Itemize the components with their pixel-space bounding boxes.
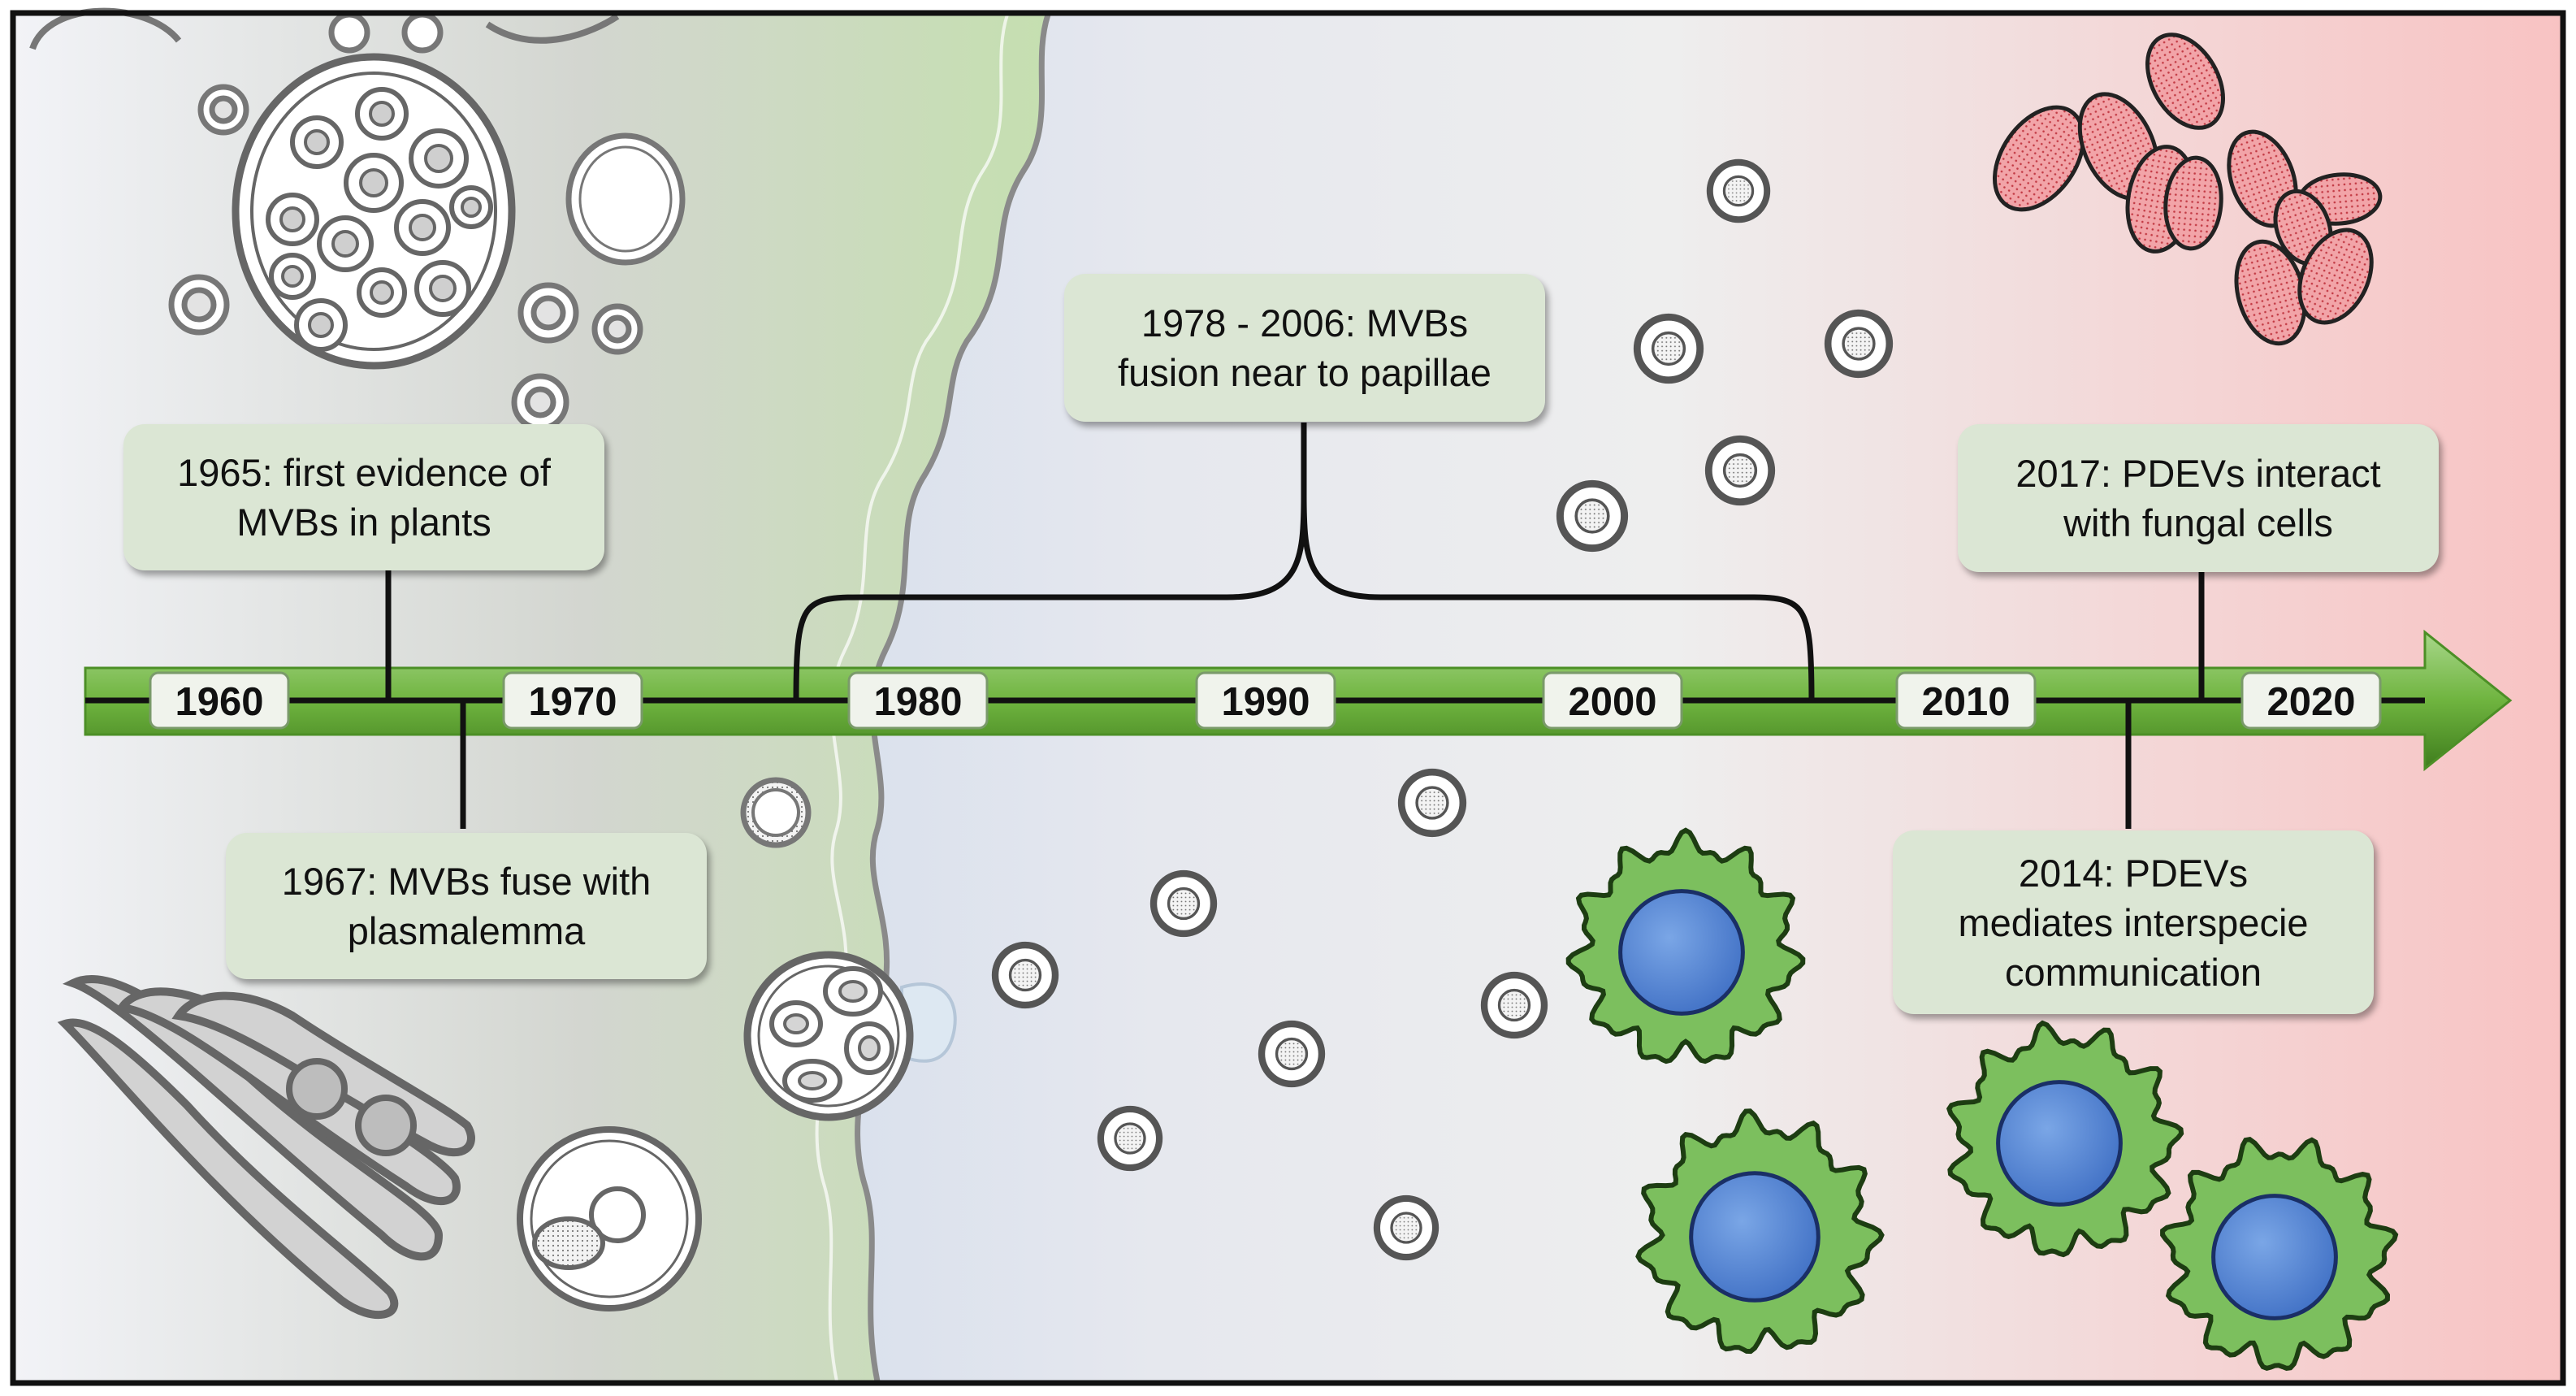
vesicle-icon bbox=[1828, 313, 1890, 375]
cell-wall-line bbox=[815, 14, 1009, 1382]
year-labels: 1960 1970 1980 1990 2000 2010 2020 bbox=[149, 671, 2382, 730]
figure-border bbox=[10, 10, 2566, 1386]
vesicle-icon bbox=[1377, 1199, 1435, 1257]
year-label-box-2020 bbox=[2240, 671, 2382, 730]
mvb-fusion-icon bbox=[743, 951, 957, 1121]
vacuole-icon bbox=[517, 1126, 702, 1311]
vesicle-icon bbox=[1154, 874, 1214, 934]
event-1978-2006-box: 1978 - 2006: MVBs fusion near to papillae bbox=[1064, 274, 1545, 422]
year-label-1980: 1980 bbox=[873, 680, 962, 724]
vesicle-icon bbox=[1637, 317, 1699, 379]
fungal-nucleus-icon bbox=[2211, 1194, 2338, 1320]
fungal-cells bbox=[1565, 827, 2399, 1372]
event-2014-box: 2014: PDEVs mediates interspecie communica… bbox=[1893, 830, 2374, 1014]
vesicle-icon bbox=[1401, 772, 1463, 834]
vesicle-icon bbox=[1708, 439, 1771, 501]
event-1967-line1: 1967: MVBs fuse with bbox=[281, 860, 652, 903]
year-label-2020: 2020 bbox=[2266, 680, 2355, 724]
multivesicular-body-icon bbox=[232, 53, 516, 370]
vesicle-icon bbox=[1560, 483, 1624, 548]
event-2017-box: 2017: PDEVs interact with fungal cells bbox=[1958, 424, 2439, 572]
event-2017-line2: with fungal cells bbox=[2063, 501, 2333, 544]
vesicle-icon bbox=[1484, 975, 1544, 1035]
event-1967-box: 1967: MVBs fuse with plasmalemma bbox=[226, 833, 707, 979]
year-label-box-2000 bbox=[1542, 671, 1683, 730]
year-label-box-1990 bbox=[1195, 671, 1336, 730]
event-1965-box: 1965: first evidence of MVBs in plants bbox=[123, 424, 604, 570]
year-label-box-1970 bbox=[502, 671, 643, 730]
vesicle-icon bbox=[1101, 1109, 1159, 1168]
year-label-1960: 1960 bbox=[175, 680, 263, 724]
vesicle-icon bbox=[1262, 1024, 1322, 1084]
event-1978-2006-line2: fusion near to papillae bbox=[1118, 351, 1491, 394]
vesicle-icon bbox=[995, 945, 1055, 1005]
fungal-nucleus-icon bbox=[1689, 1171, 1821, 1303]
event-2014-line3: communication bbox=[2004, 950, 2262, 994]
event-2017-line1: 2017: PDEVs interact bbox=[2015, 452, 2381, 495]
vesicle-icon bbox=[1710, 163, 1767, 219]
event-1967-line2: plasmalemma bbox=[347, 909, 586, 952]
year-label-box-2010 bbox=[1895, 671, 2037, 730]
event-2014-line2: mediates interspecie bbox=[1958, 900, 2309, 944]
year-label-1990: 1990 bbox=[1221, 680, 1310, 724]
year-label-2000: 2000 bbox=[1568, 680, 1656, 724]
event-1978-2006-line1: 1978 - 2006: MVBs bbox=[1141, 301, 1469, 345]
event-1965-line1: 1965: first evidence of bbox=[177, 451, 551, 494]
plasma-membrane bbox=[855, 13, 1051, 1382]
fungal-nucleus-icon bbox=[1618, 889, 1745, 1016]
fungal-nucleus-icon bbox=[1996, 1080, 2123, 1207]
year-label-2010: 2010 bbox=[1921, 680, 2010, 724]
golgi-apparatus-icon bbox=[57, 974, 475, 1320]
vesicle-icon bbox=[168, 11, 812, 848]
event-2014-line1: 2014: PDEVs bbox=[2018, 851, 2249, 895]
event-1965-line2: MVBs in plants bbox=[236, 501, 491, 544]
year-label-box-1980 bbox=[847, 671, 989, 730]
year-label-1970: 1970 bbox=[528, 680, 617, 724]
event-connectors bbox=[385, 423, 2205, 829]
fungal-spore-icon bbox=[1992, 33, 2383, 346]
year-label-box-1960 bbox=[149, 671, 290, 730]
